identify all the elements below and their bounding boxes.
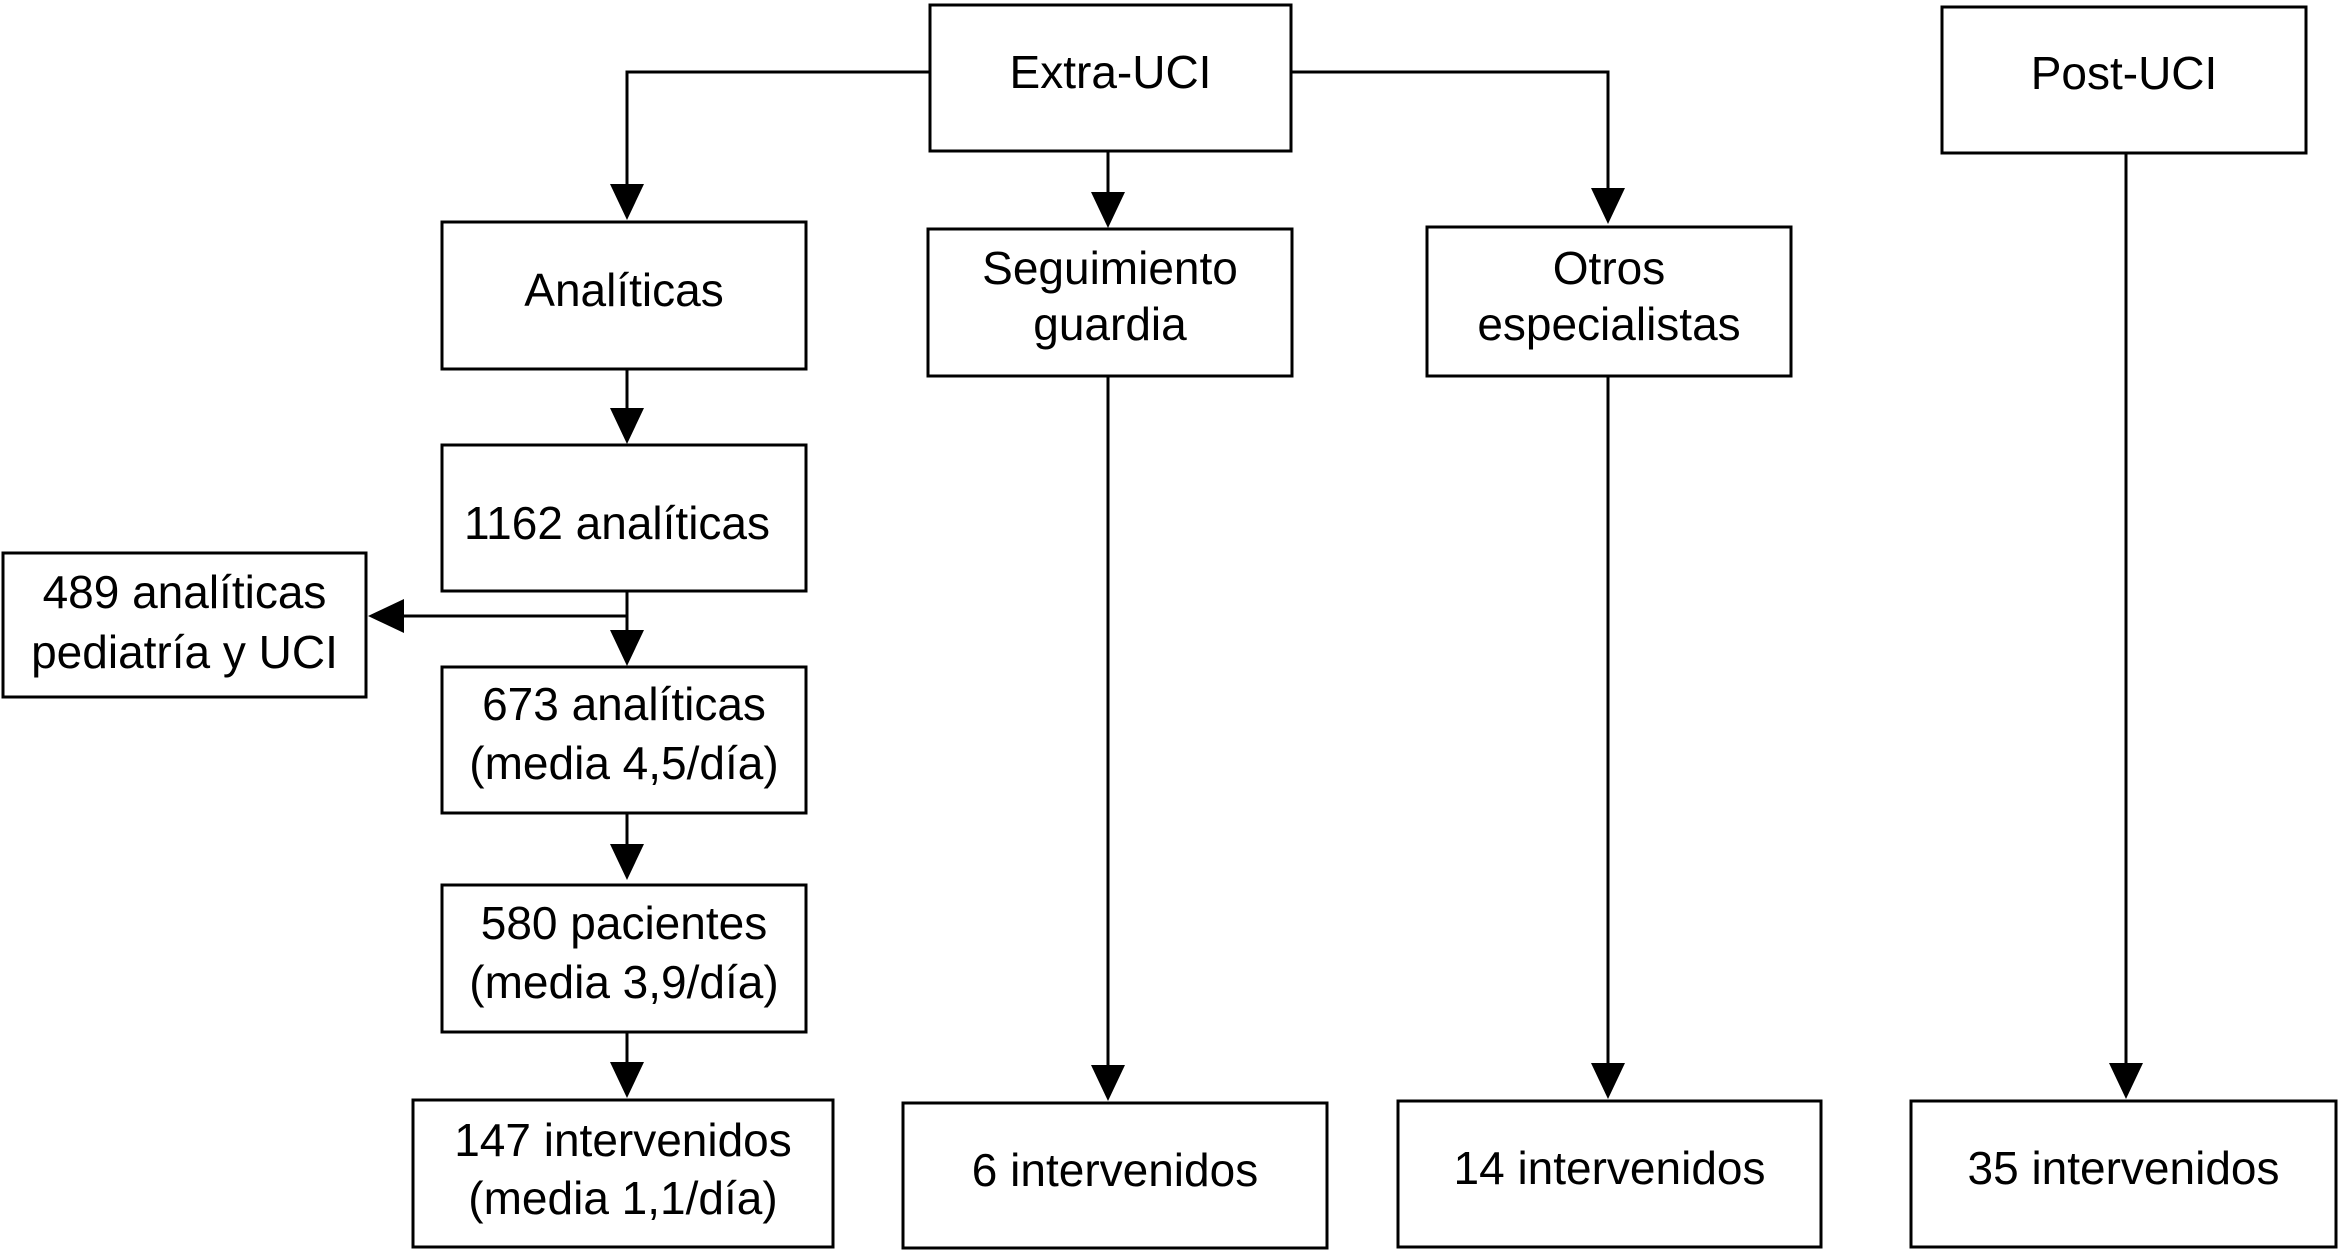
arrowhead-489 bbox=[368, 599, 404, 633]
node-6-line-1: 6 intervenidos bbox=[972, 1144, 1258, 1196]
arrowhead-147 bbox=[610, 1062, 644, 1098]
arrowhead-seguimiento bbox=[1091, 192, 1125, 228]
node-extra-uci: Extra-UCI bbox=[928, 3, 1293, 153]
node-extra-uci-line-1: Extra-UCI bbox=[1010, 46, 1212, 98]
arrowhead-14 bbox=[1591, 1063, 1625, 1099]
node-post-uci-line-1: Post-UCI bbox=[2031, 47, 2218, 99]
node-489-line-2: pediatría y UCI bbox=[31, 626, 338, 678]
node-489-line-1: 489 analíticas bbox=[43, 566, 327, 618]
node-580-line-2: (media 3,9/día) bbox=[469, 956, 778, 1008]
node-580-line-1: 580 pacientes bbox=[481, 897, 767, 949]
node-seguimiento-guardia: Seguimiento guardia bbox=[926, 227, 1294, 378]
edge-extra-uci-to-otros bbox=[1291, 70, 1610, 190]
node-673-analiticas: 673 analíticas (media 4,5/día) bbox=[440, 665, 808, 815]
node-1162-analiticas: 1162 analíticas bbox=[440, 443, 808, 593]
node-14-intervenidos: 14 intervenidos bbox=[1396, 1099, 1823, 1249]
node-6-intervenidos: 6 intervenidos bbox=[901, 1101, 1329, 1250]
node-580-pacientes: 580 pacientes (media 3,9/día) bbox=[440, 883, 808, 1034]
arrowhead-6 bbox=[1091, 1065, 1125, 1101]
connectors bbox=[368, 70, 2143, 1101]
node-147-intervenidos: 147 intervenidos (media 1,1/día) bbox=[411, 1098, 835, 1249]
node-35-line-1: 35 intervenidos bbox=[1968, 1142, 2280, 1194]
node-673-line-2: (media 4,5/día) bbox=[469, 737, 778, 789]
node-seguimiento-line-2: guardia bbox=[1033, 298, 1187, 350]
node-489-analiticas: 489 analíticas pediatría y UCI bbox=[1, 551, 368, 699]
node-analiticas: Analíticas bbox=[440, 220, 808, 371]
node-otros-especialistas: Otros especialistas bbox=[1425, 225, 1793, 378]
arrowhead-otros bbox=[1591, 188, 1625, 224]
edge-1162-to-489 bbox=[402, 591, 629, 618]
edge-extra-uci-to-analiticas bbox=[625, 70, 930, 186]
node-otros-line-2: especialistas bbox=[1477, 298, 1740, 350]
arrowhead-analiticas bbox=[610, 184, 644, 220]
node-147-line-1: 147 intervenidos bbox=[454, 1114, 792, 1166]
node-seguimiento-line-1: Seguimiento bbox=[982, 242, 1238, 294]
arrowhead-35 bbox=[2109, 1063, 2143, 1099]
arrowhead-1162 bbox=[610, 408, 644, 444]
node-otros-line-1: Otros bbox=[1553, 242, 1665, 294]
node-35-intervenidos: 35 intervenidos bbox=[1909, 1099, 2338, 1249]
arrowhead-580 bbox=[610, 844, 644, 880]
node-14-line-1: 14 intervenidos bbox=[1454, 1142, 1766, 1194]
node-147-line-2: (media 1,1/día) bbox=[468, 1172, 777, 1224]
node-post-uci: Post-UCI bbox=[1940, 5, 2308, 155]
node-1162-line-1: 1162 analíticas bbox=[464, 497, 770, 549]
node-analiticas-line-1: Analíticas bbox=[524, 264, 723, 316]
arrowhead-673 bbox=[610, 630, 644, 666]
node-673-line-1: 673 analíticas bbox=[482, 678, 766, 730]
